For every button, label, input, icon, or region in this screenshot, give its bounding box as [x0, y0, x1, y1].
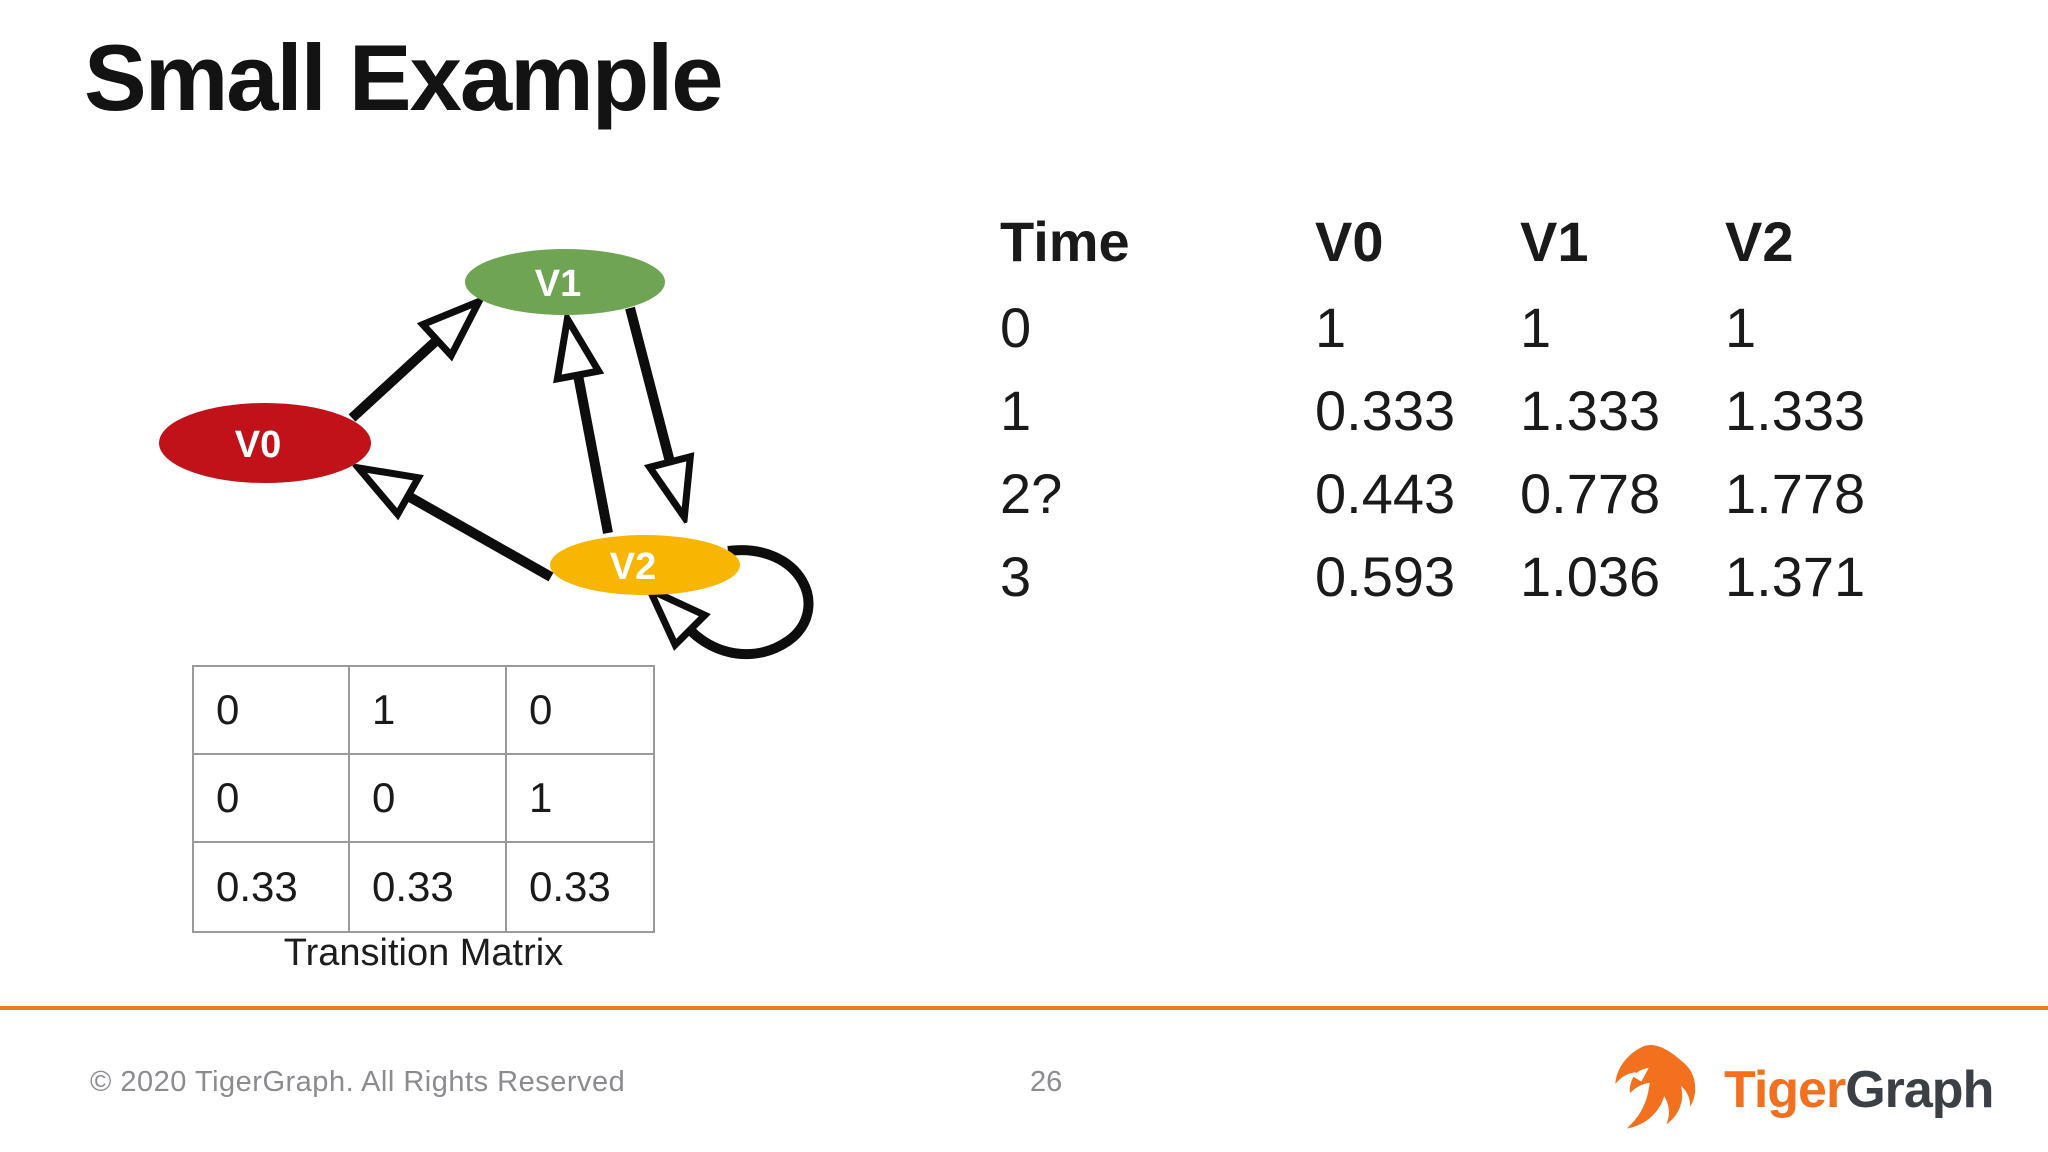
transition-matrix-table: 0 1 0 0 0 1 0.33 0.33 0.33: [192, 665, 655, 933]
score-cell: 1.333: [1520, 379, 1661, 442]
matrix-cell: 0.33: [350, 843, 507, 931]
matrix-cell: 0.33: [194, 843, 350, 931]
score-header-v0: V0: [1315, 209, 1384, 273]
score-table: Time V0 V1 V2 0 1 1 1 1 0.333 1.333 1.33…: [1000, 196, 1940, 618]
logo-wordmark: TigerGraph: [1724, 1040, 1994, 1140]
score-cell-time: 1: [1000, 379, 1032, 442]
score-cell-time: 2?: [1000, 462, 1063, 525]
score-header-v2: V2: [1725, 209, 1794, 273]
score-header-v1: V1: [1520, 209, 1589, 273]
matrix-cell: 0: [350, 755, 507, 843]
score-cell: 0.333: [1315, 379, 1456, 442]
matrix-cell: 0: [507, 667, 653, 755]
score-cell: 1.333: [1725, 379, 1866, 442]
matrix-cell: 0: [194, 755, 350, 843]
node-v0-label: V0: [235, 424, 281, 466]
slide-title: Small Example: [84, 25, 724, 130]
tiger-icon-eye: [1633, 1068, 1649, 1082]
page-number: 26: [1030, 1066, 1063, 1098]
matrix-cell: 0: [194, 667, 350, 755]
score-cell: 1.778: [1725, 462, 1866, 525]
edge-v2-to-v1: [578, 375, 613, 534]
node-v1-label: V1: [535, 263, 581, 305]
node-v0: [159, 403, 371, 483]
score-cell: 1: [1315, 296, 1347, 359]
score-cell: 1: [1520, 296, 1552, 359]
logo-text-tiger: Tiger: [1724, 1061, 1846, 1119]
edge-v2-to-v0: [408, 496, 554, 582]
tiger-icon-shape: [1615, 1044, 1696, 1129]
score-cell: 1.371: [1725, 545, 1866, 608]
score-cell: 0.443: [1315, 462, 1456, 525]
score-header-time: Time: [1000, 209, 1130, 273]
tiger-icon: [1615, 1044, 1696, 1129]
edge-v1-to-v2: [625, 306, 670, 462]
score-cell: 1: [1725, 296, 1757, 359]
copyright-text: © 2020 TigerGraph. All Rights Reserved: [90, 1066, 626, 1098]
score-cell-time: 0: [1000, 296, 1032, 359]
score-cell: 1.036: [1520, 545, 1661, 608]
matrix-cell: 1: [507, 755, 653, 843]
transition-matrix-caption: Transition Matrix: [283, 932, 564, 974]
logo-text-graph: Graph: [1845, 1061, 1994, 1119]
node-v1: [465, 249, 665, 315]
node-v2-label: V2: [610, 546, 656, 588]
score-cell: 0.593: [1315, 545, 1456, 608]
tigergraph-logo: TigerGraph: [1606, 1040, 1994, 1140]
score-cell: 0.778: [1520, 462, 1661, 525]
edge-v2-self-loop: [690, 545, 814, 659]
matrix-cell: 0.33: [529, 863, 611, 910]
matrix-cell: 1: [350, 667, 507, 755]
footer-divider: [0, 1006, 2048, 1010]
edge-v0-to-v1: [348, 340, 437, 422]
score-cell-time: 3: [1000, 545, 1032, 608]
node-v2: [550, 535, 740, 595]
